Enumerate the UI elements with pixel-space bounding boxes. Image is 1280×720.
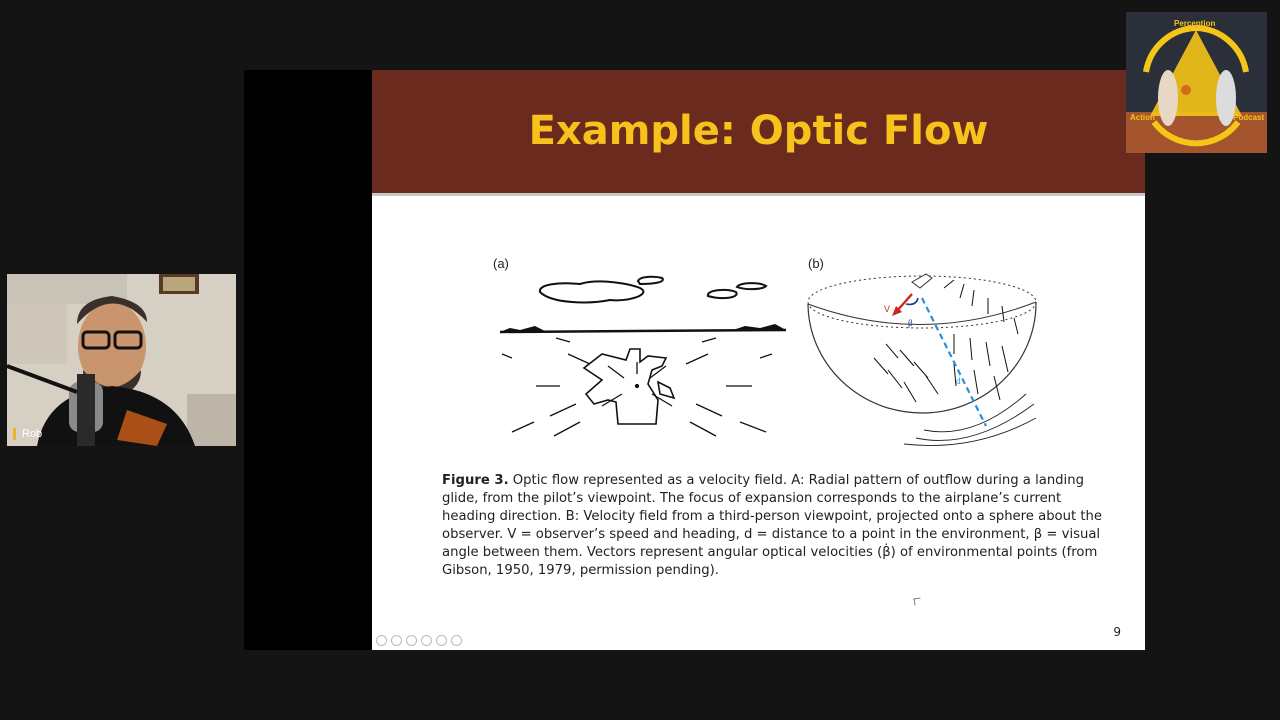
figure-panel-b: (b) <box>804 254 1044 454</box>
distance-label: d <box>956 376 961 386</box>
panel-a-label: (a) <box>493 256 509 271</box>
mouse-cursor-icon <box>913 597 922 606</box>
slide-header: Example: Optic Flow <box>372 70 1145 196</box>
previous-slide-icon[interactable] <box>376 635 387 646</box>
page-number: 9 <box>1113 625 1121 639</box>
next-slide-icon[interactable] <box>391 635 402 646</box>
landing-glide-illustration <box>499 275 787 437</box>
webcam-tile: Rob <box>7 274 236 446</box>
grid-icon[interactable] <box>421 635 432 646</box>
figure-panel-a: (a) <box>490 254 790 444</box>
caption-label: Figure 3. <box>442 473 509 488</box>
slide-title: Example: Optic Flow <box>528 108 989 154</box>
webcam-feed <box>7 274 236 446</box>
velocity-field-sphere: V β d <box>807 273 1037 446</box>
podcast-logo: Perception Action Podcast <box>1126 12 1267 153</box>
logo-right-text: Podcast <box>1233 113 1265 122</box>
logo-artwork <box>1126 12 1267 153</box>
participant-name: Rob <box>13 428 42 440</box>
presentation-slide: Example: Optic Flow (a) <box>372 70 1145 650</box>
velocity-label: V <box>884 304 890 314</box>
figure-caption: Figure 3. Optic flow represented as a ve… <box>442 472 1112 580</box>
menu-icon[interactable] <box>451 635 462 646</box>
logo-top-text: Perception <box>1174 19 1216 28</box>
zoom-icon[interactable] <box>436 635 447 646</box>
beta-label: β <box>908 318 913 328</box>
panel-b-label: (b) <box>808 256 824 271</box>
caption-text: Optic flow represented as a velocity fie… <box>442 473 1102 578</box>
logo-left-text: Action <box>1130 113 1155 122</box>
pen-icon[interactable] <box>406 635 417 646</box>
slide-navigation-controls[interactable] <box>376 635 462 647</box>
